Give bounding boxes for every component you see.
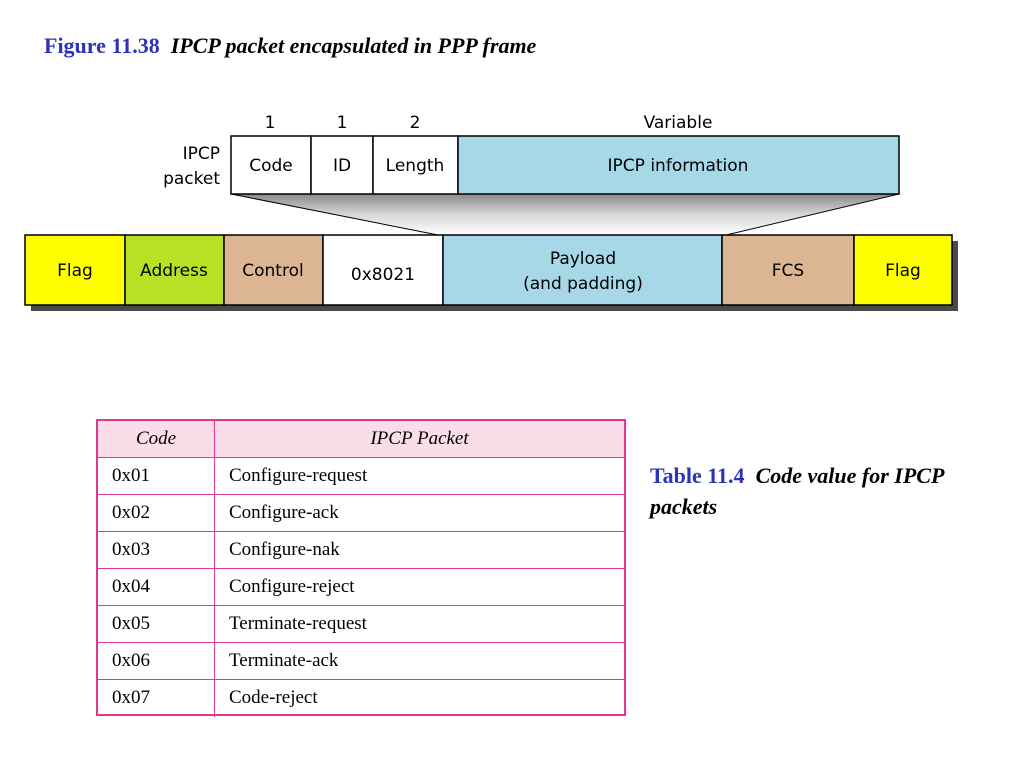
ppp-field-flag-end (853, 234, 953, 306)
field-ipcp-information-label: IPCP information (608, 156, 749, 176)
ppp-field-protocol (322, 234, 444, 306)
size-length: 2 (410, 113, 421, 133)
figure-caption: IPCP packet encapsulated in PPP frame (170, 33, 537, 58)
table-caption-text: Code value for IPCP packets (650, 463, 944, 519)
cell-packet: Code-reject (229, 687, 318, 708)
cell-code: 0x03 (98, 532, 215, 568)
table-header-row: Code IPCP Packet (98, 421, 624, 458)
field-id-label: ID (333, 156, 351, 176)
table-row: 0x06 Terminate-ack (98, 643, 624, 680)
cell-packet: Terminate-request (229, 613, 367, 634)
ipcp-packet-label-line1: IPCP (183, 144, 220, 164)
figure-number: Figure 11.38 (44, 33, 160, 58)
ppp-field-payload (442, 234, 723, 306)
cell-packet: Configure-ack (229, 502, 339, 523)
cell-code: 0x07 (98, 680, 215, 717)
cell-packet: Configure-nak (229, 539, 340, 560)
ppp-field-address-label: Address (140, 261, 208, 281)
table-number: Table 11.4 (650, 463, 745, 488)
size-ipcp-information: Variable (644, 113, 713, 133)
cell-code: 0x04 (98, 569, 215, 605)
table-row: 0x04 Configure-reject (98, 569, 624, 606)
table-row: 0x01 Configure-request (98, 458, 624, 495)
table-row: 0x02 Configure-ack (98, 495, 624, 532)
code-value-table: Code IPCP Packet 0x01 Configure-request … (96, 419, 626, 717)
header-code: Code (98, 421, 215, 457)
field-code (230, 135, 312, 195)
field-code-label: Code (249, 156, 293, 176)
ppp-field-protocol-label: 0x8021 (351, 265, 415, 285)
table-row: 0x07 Code-reject (98, 680, 624, 717)
ppp-field-fcs-label: FCS (772, 261, 804, 281)
cell-code: 0x06 (98, 643, 215, 679)
size-code: 1 (265, 113, 276, 133)
cell-packet: Configure-request (229, 465, 368, 486)
field-length-label: Length (386, 156, 445, 176)
table-row: 0x05 Terminate-request (98, 606, 624, 643)
cell-packet: Configure-reject (229, 576, 355, 597)
ppp-field-flag-start (24, 234, 126, 306)
ppp-field-fcs (721, 234, 855, 306)
ppp-field-payload-label: Payload (550, 249, 616, 269)
cell-code: 0x01 (98, 458, 215, 494)
ipcp-packet-label-line2: packet (163, 169, 220, 189)
cell-code: 0x02 (98, 495, 215, 531)
table-row: 0x03 Configure-nak (98, 532, 624, 569)
size-id: 1 (337, 113, 348, 133)
ppp-field-control (223, 234, 324, 306)
cell-packet: Terminate-ack (229, 650, 339, 671)
ppp-field-control-label: Control (242, 261, 303, 281)
table-caption: Table 11.4 Code value for IPCP packets (650, 460, 950, 522)
ppp-field-payload-label2: (and padding) (523, 274, 643, 294)
expansion-funnel (230, 193, 900, 237)
ppp-field-address (124, 234, 225, 306)
field-ipcp-information (457, 135, 900, 195)
header-ipcp-packet: IPCP Packet (370, 428, 469, 449)
ppp-frame-diagram: IPCP packet 1 1 2 Variable Code ID Lengt… (24, 113, 958, 311)
ppp-field-flag-start-label: Flag (57, 261, 93, 281)
cell-code: 0x05 (98, 606, 215, 642)
figure-title: Figure 11.38 IPCP packet encapsulated in… (44, 33, 536, 59)
ppp-field-flag-end-label: Flag (885, 261, 921, 281)
